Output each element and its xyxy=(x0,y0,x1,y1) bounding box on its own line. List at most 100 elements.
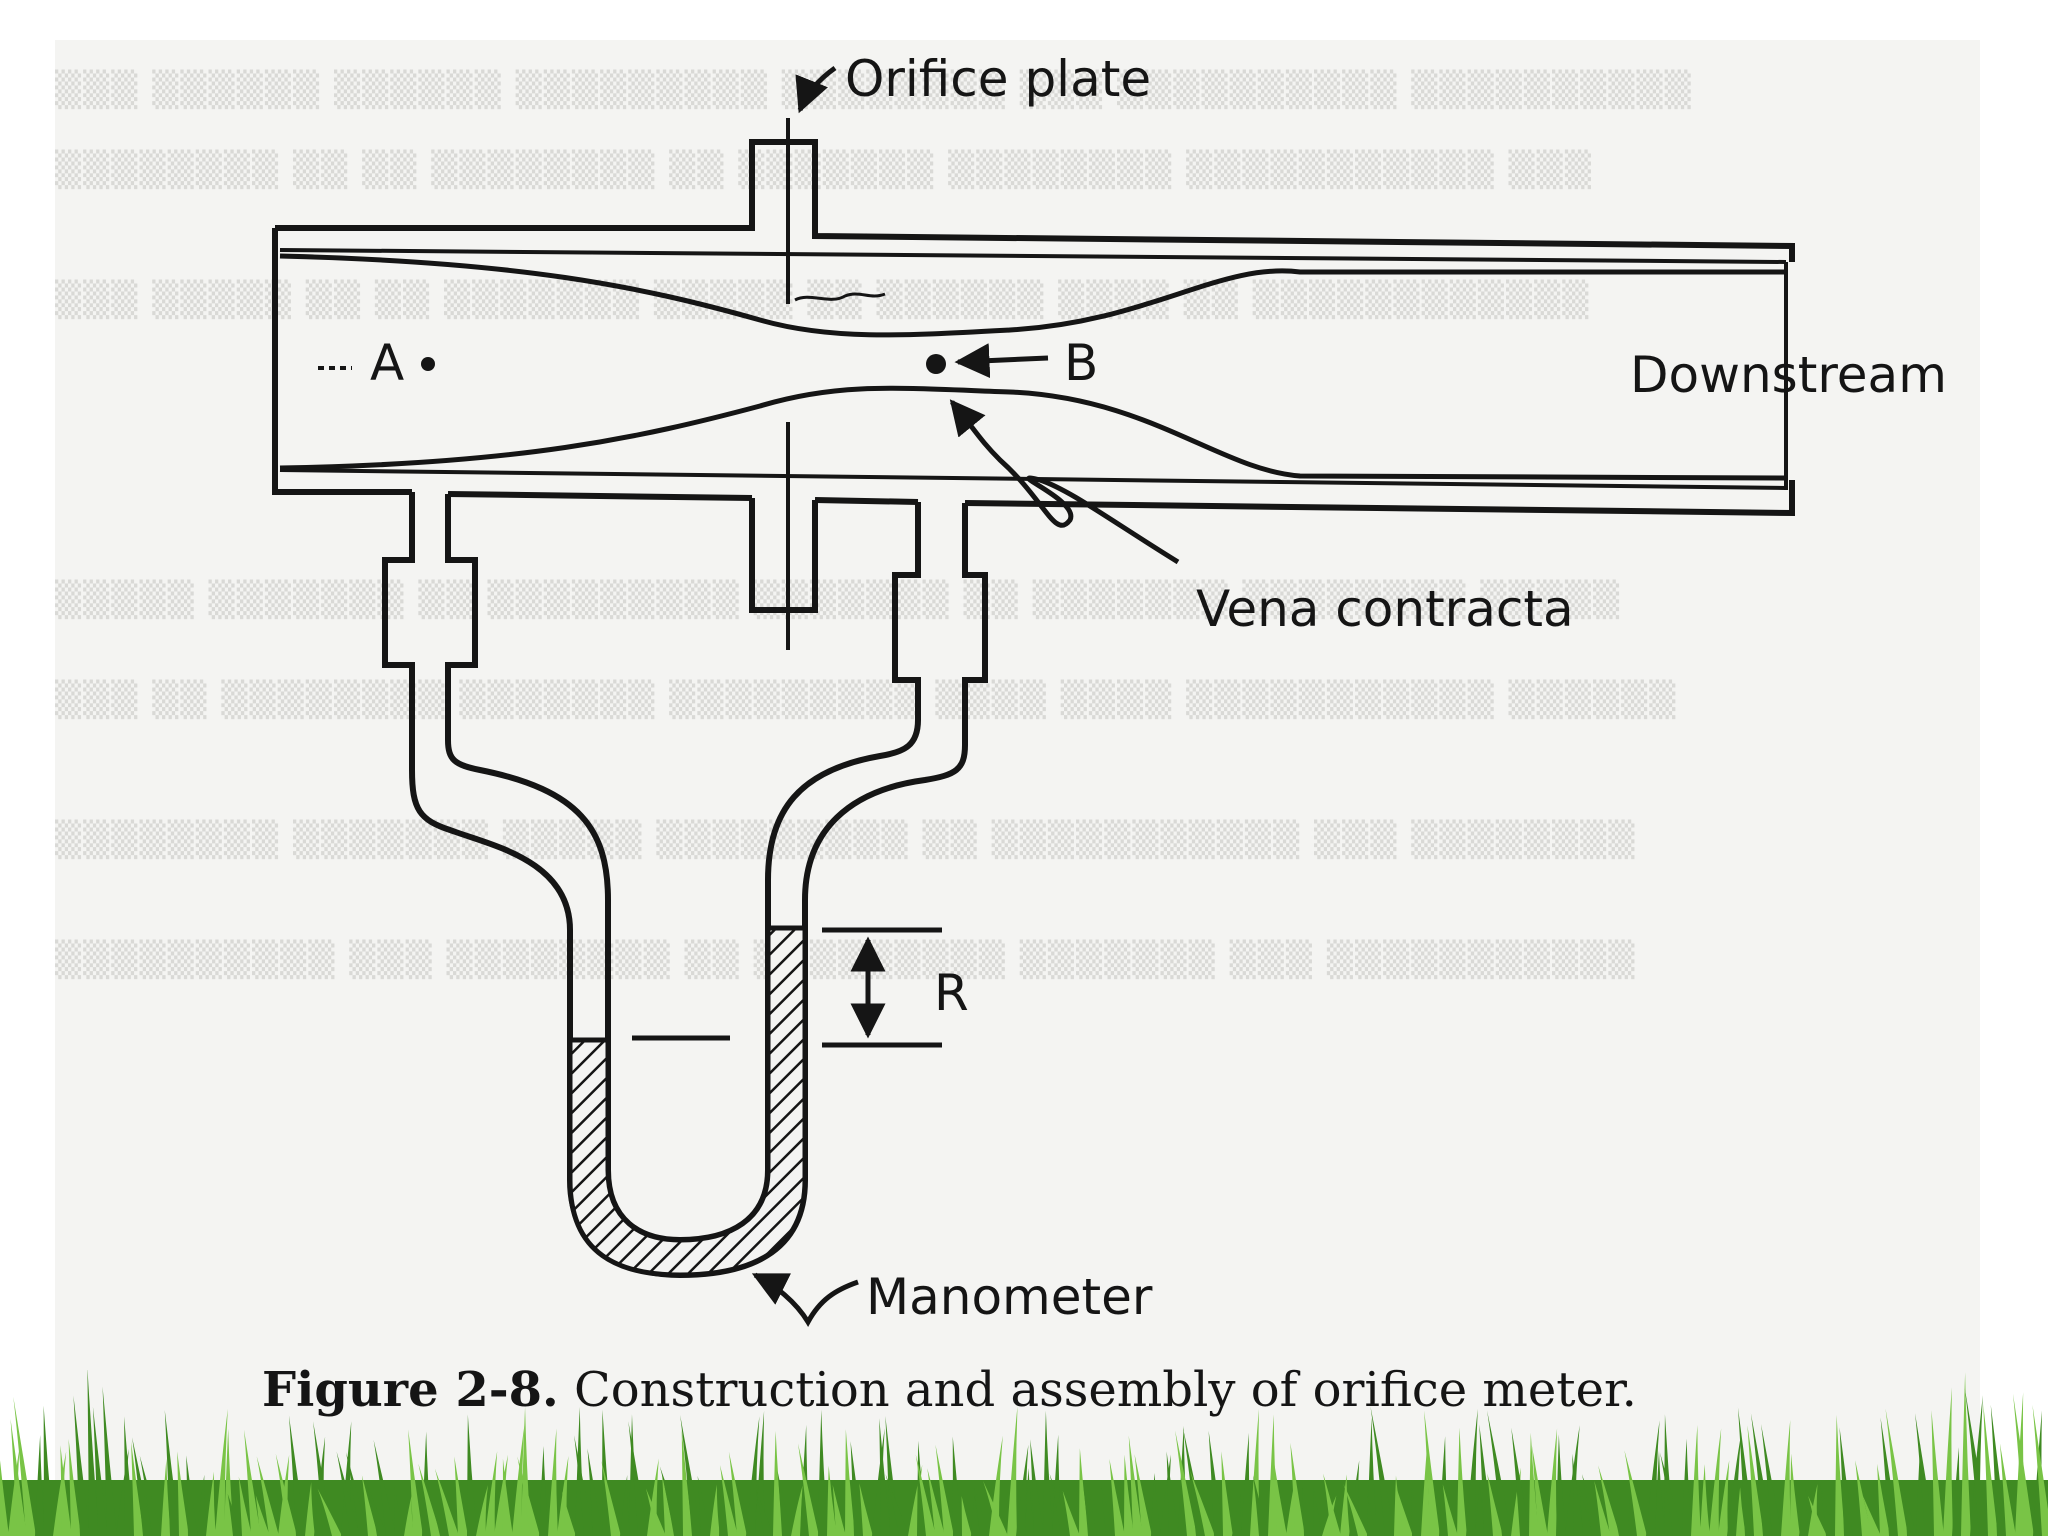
grass-blade xyxy=(1885,1408,1908,1536)
grass-blade xyxy=(476,1485,488,1536)
grass-blade xyxy=(1343,1483,1368,1536)
grass-blade xyxy=(1166,1451,1179,1536)
grass-blade xyxy=(1457,1427,1467,1536)
grass-blade xyxy=(1151,1473,1161,1536)
grass-blade xyxy=(1370,1406,1395,1536)
grass-blade xyxy=(1290,1442,1305,1536)
grass-blade xyxy=(1964,1388,1989,1536)
grass-blade xyxy=(602,1409,612,1536)
grass-blade xyxy=(366,1483,387,1536)
grass-blade xyxy=(1475,1480,1485,1536)
grass-blade xyxy=(434,1468,459,1536)
grass-blade xyxy=(1100,1485,1116,1536)
grass-blade xyxy=(1124,1454,1134,1536)
grass-blade xyxy=(1718,1460,1730,1536)
grass-blade xyxy=(1395,1485,1413,1536)
grass-blade xyxy=(1839,1427,1854,1536)
grass-blade xyxy=(662,1473,675,1536)
grass-blade xyxy=(1208,1430,1224,1536)
grass-blade xyxy=(1083,1487,1098,1536)
grass-blade xyxy=(317,1488,342,1536)
figure-caption-text: Construction and assembly of orifice met… xyxy=(574,1362,1637,1418)
grass-blade xyxy=(1880,1417,1899,1536)
grass-blade xyxy=(1598,1465,1620,1536)
grass-blade xyxy=(827,1465,837,1536)
grass-blade xyxy=(227,1493,243,1536)
grass-blade xyxy=(915,1454,936,1536)
grass-blade xyxy=(1664,1414,1674,1536)
grass-blade xyxy=(1511,1427,1530,1536)
label-r: R xyxy=(934,964,969,1022)
grass-blade xyxy=(10,1419,27,1536)
grass-blade xyxy=(1487,1410,1512,1536)
grass-blade xyxy=(755,1488,774,1536)
grass-blade xyxy=(43,1405,54,1536)
orifice-scribble xyxy=(794,292,886,302)
grass-blade xyxy=(305,1482,315,1536)
grass-blade xyxy=(1062,1490,1080,1536)
grass-blade xyxy=(1747,1425,1764,1536)
grass-blade xyxy=(983,1480,1008,1536)
grass-blade xyxy=(1606,1480,1629,1536)
grass-blade xyxy=(336,1451,360,1536)
grass-blade xyxy=(427,1488,450,1536)
grass-blade xyxy=(1750,1413,1773,1536)
grass-blade xyxy=(1761,1424,1782,1536)
orifice-plate-pointer xyxy=(795,65,837,114)
grass-border xyxy=(0,1370,2048,1536)
figure-caption: Figure 2-8. Construction and assembly of… xyxy=(262,1366,1637,1414)
grass-blade xyxy=(818,1409,828,1536)
grass-blade xyxy=(777,1471,792,1536)
grass-blade xyxy=(1268,1414,1278,1536)
grass-blade xyxy=(755,1410,765,1536)
bleed-through-text: ▒▒▒ ▒▒▒▒▒▒ ▒▒▒▒▒▒ ▒▒▒▒▒▒▒▒▒ ▒▒▒▒▒▒▒▒ ▒▒▒… xyxy=(55,70,1693,110)
grass-blade xyxy=(587,1448,603,1536)
point-b-pointer xyxy=(954,343,1049,379)
grass-blade xyxy=(680,1414,702,1536)
grass-blade xyxy=(645,1488,666,1536)
grass-blade xyxy=(1253,1475,1269,1536)
grass-blade xyxy=(1479,1424,1494,1536)
grass-blade xyxy=(1915,1413,1935,1536)
grass-blade xyxy=(620,1475,630,1536)
grass-blade xyxy=(1016,1444,1029,1536)
grass-blade xyxy=(131,1441,144,1536)
grass-blade xyxy=(1961,1372,1971,1536)
grass-blade xyxy=(728,1451,747,1536)
grass-blade xyxy=(562,1491,576,1536)
grass-blade xyxy=(1952,1447,1962,1536)
grass-blade xyxy=(1999,1443,2016,1536)
grass-blade xyxy=(601,1460,621,1536)
grass-blade xyxy=(1624,1450,1647,1536)
vena-contracta-pointer xyxy=(949,399,1180,565)
grass-blade xyxy=(539,1446,549,1536)
grass-blade xyxy=(710,1484,720,1536)
grass-blade xyxy=(746,1416,760,1536)
grass-blade xyxy=(1841,1484,1863,1536)
grass-blade xyxy=(1134,1454,1152,1536)
grass-blade xyxy=(139,1455,162,1536)
grass-blade xyxy=(256,1456,279,1536)
grass-blade xyxy=(1808,1495,1827,1536)
grass-blade xyxy=(1556,1434,1566,1536)
grass-blade xyxy=(1737,1407,1755,1536)
grass-blade xyxy=(1190,1470,1215,1536)
grass-blade xyxy=(1128,1435,1143,1536)
grass-blade xyxy=(467,1414,477,1536)
label-vena-contracta: Vena contracta xyxy=(1196,580,1574,638)
label-orifice-plate: Orifice plate xyxy=(845,50,1152,108)
grass-blade xyxy=(797,1443,819,1536)
grass-blade xyxy=(288,1415,306,1536)
grass-blade xyxy=(1531,1445,1548,1536)
orifice-flange-bottom xyxy=(749,498,818,613)
grass-blade xyxy=(517,1456,540,1536)
grass-blade xyxy=(206,1471,216,1536)
grass-blade xyxy=(1109,1458,1125,1536)
grass-blade xyxy=(1820,1485,1836,1536)
bleed-through-text: ▒▒▒▒▒▒▒▒ ▒▒▒▒▒▒▒ ▒▒▒▒▒ ▒▒▒▒▒▒▒▒▒ ▒▒ ▒▒▒▒… xyxy=(55,820,1637,860)
right-tap-inner xyxy=(765,502,921,1060)
grass-blade xyxy=(1943,1387,1953,1536)
grass-blade xyxy=(1709,1428,1722,1536)
grass-blade xyxy=(255,1495,270,1536)
